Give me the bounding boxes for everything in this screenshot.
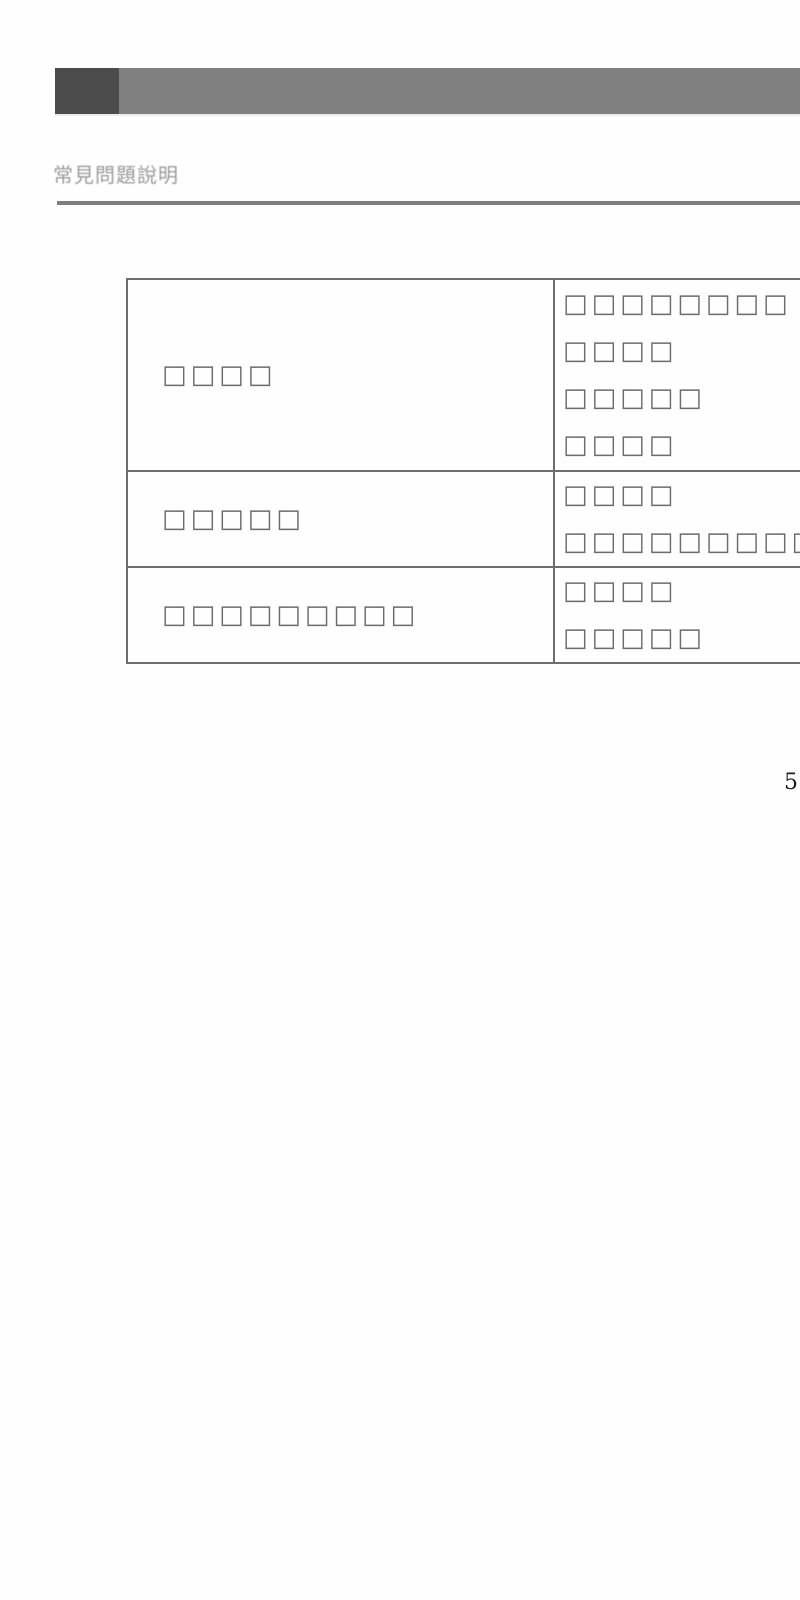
table-row: □□□□ □□□□□□□□ □□□□ □□□□□ □□□□ <box>126 278 800 472</box>
title-divider <box>57 201 800 205</box>
detail-line: □□□□□ <box>563 623 706 653</box>
detail-line: □□□□ <box>563 480 678 510</box>
row-label: □□□□□ <box>162 504 305 534</box>
section-title: 常見問題說明 <box>53 163 179 187</box>
detail-line: □□□□ <box>563 430 678 460</box>
table-label-cell: □□□□□ <box>126 470 555 568</box>
detail-line: □□□□□□□□□ <box>563 527 800 557</box>
header-accent-block <box>55 68 119 114</box>
row-label: □□□□□□□□□ <box>162 600 420 630</box>
table-row: □□□□□ □□□□ □□□□□□□□□ <box>126 470 800 568</box>
detail-line: □□□□ <box>563 576 678 606</box>
header-bar <box>55 68 800 116</box>
table-detail-cell: □□□□ □□□□□ <box>553 566 800 664</box>
detail-line: □□□□□ <box>563 383 706 413</box>
table-row: □□□□□□□□□ □□□□ □□□□□ <box>126 566 800 664</box>
table-label-cell: □□□□ <box>126 278 555 472</box>
table-label-cell: □□□□□□□□□ <box>126 566 555 664</box>
table-detail-cell: □□□□□□□□ □□□□ □□□□□ □□□□ <box>553 278 800 472</box>
detail-line: □□□□ <box>563 336 678 366</box>
table-detail-cell: □□□□ □□□□□□□□□ <box>553 470 800 568</box>
info-table: □□□□ □□□□□□□□ □□□□ □□□□□ □□□□ □□□□□ □□□□… <box>126 278 800 664</box>
page-number: 5 <box>784 770 798 795</box>
row-label: □□□□ <box>162 360 277 390</box>
detail-line: □□□□□□□□ <box>563 289 792 319</box>
